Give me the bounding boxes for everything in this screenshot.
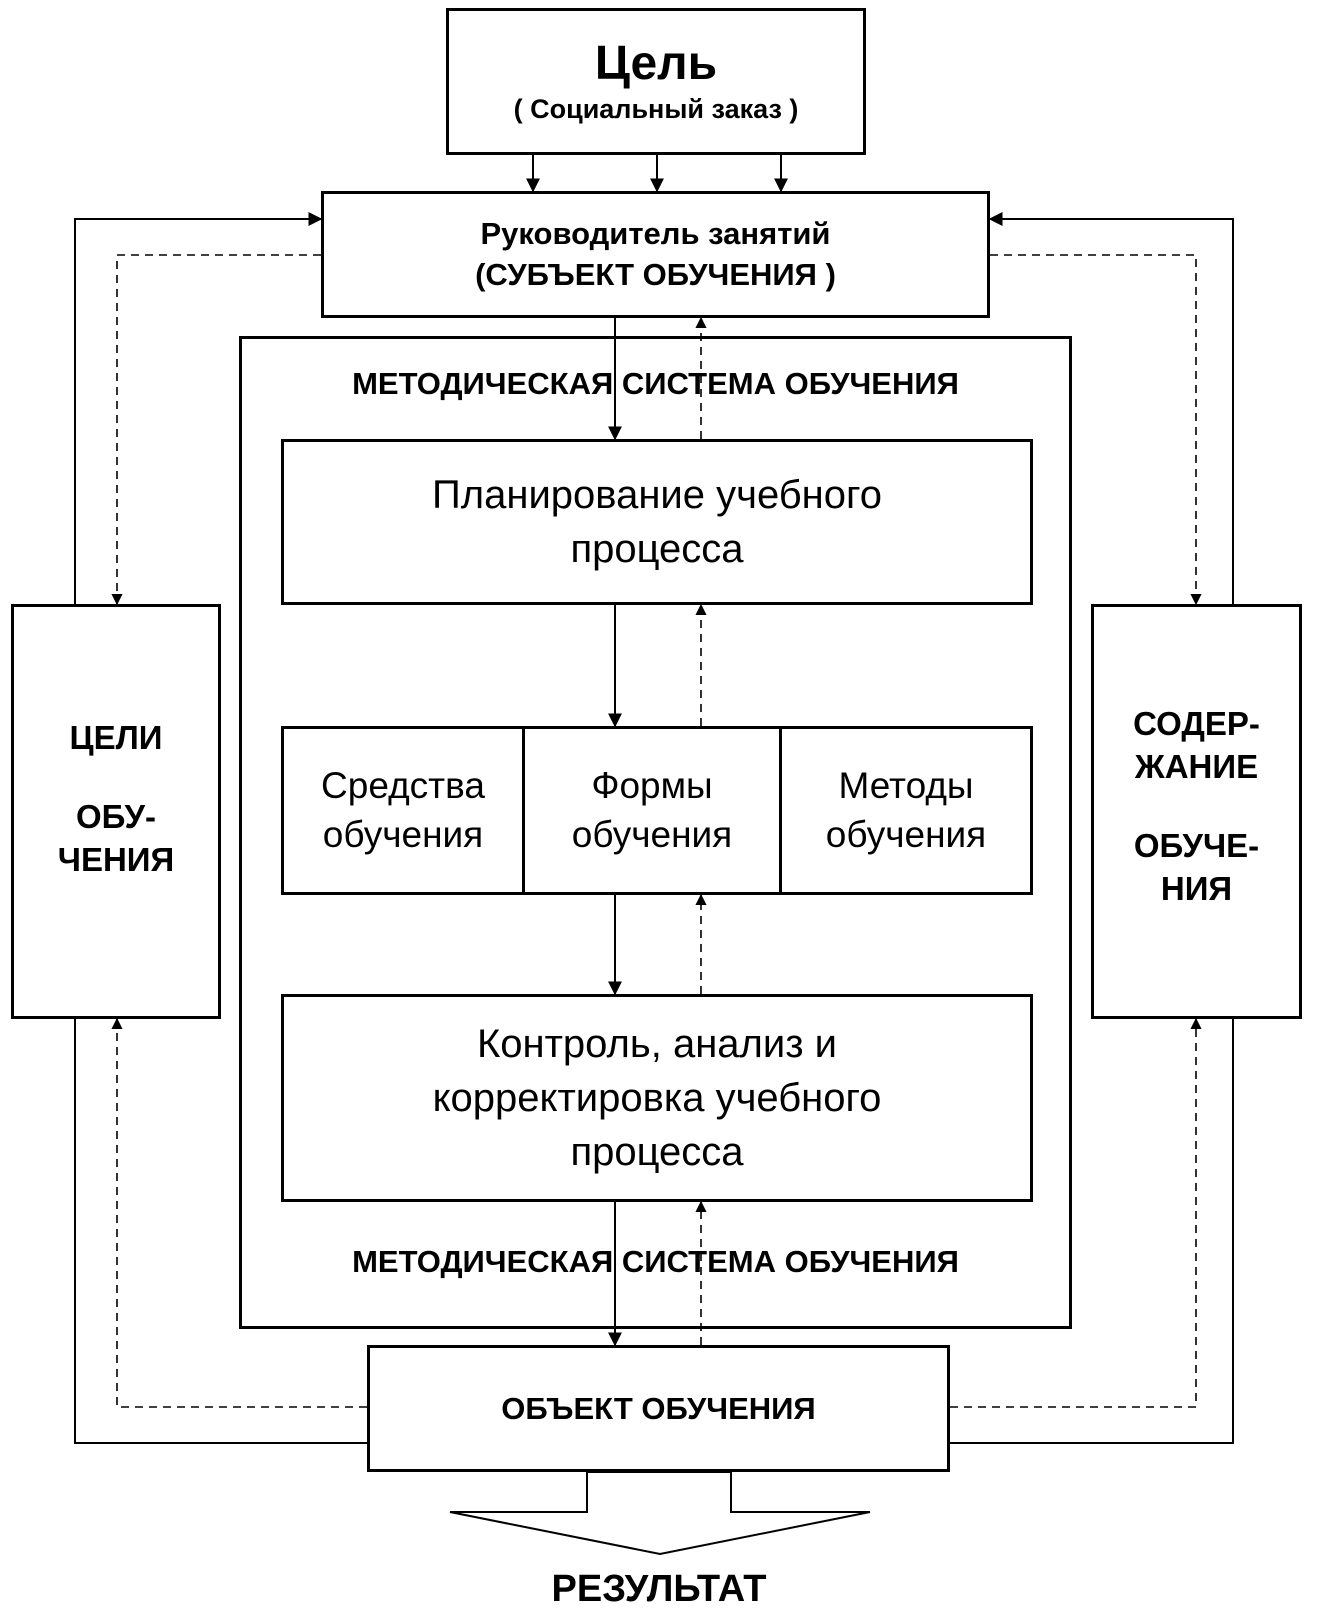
result-label: РЕЗУЛЬТАТ — [551, 1568, 767, 1610]
line-left-outer-top — [74, 212, 323, 604]
line-left-outer-feedback — [74, 1019, 367, 1444]
means-box: Средства обучения — [281, 726, 525, 895]
methods-box: Методы обучения — [779, 726, 1033, 895]
line-right-outer-top — [988, 212, 1234, 604]
system-label-bottom: МЕТОДИЧЕСКАЯ СИСТЕМА ОБУЧЕНИЯ — [352, 1244, 959, 1279]
subject-line1: Руководитель занятий — [480, 216, 831, 252]
means-line1: Средства — [321, 765, 485, 807]
system-label-top: МЕТОДИЧЕСКАЯ СИСТЕМА ОБУЧЕНИЯ — [352, 366, 959, 401]
subject-box: Руководитель занятий (СУБЪЕКТ ОБУЧЕНИЯ ) — [321, 191, 990, 318]
dashed-object-right-content — [950, 1017, 1202, 1408]
content-line2: ЖАНИЕ — [1134, 747, 1259, 785]
forms-line1: Формы — [591, 765, 713, 807]
object-box: ОБЪЕКТ ОБУЧЕНИЯ — [367, 1345, 950, 1472]
goal-title: Цель — [594, 36, 718, 90]
planning-box: Планирование учебного процесса — [281, 439, 1033, 605]
goals-box: ЦЕЛИ ОБУ- ЧЕНИЯ — [11, 604, 221, 1019]
subject-line2: (СУБЪЕКТ ОБУЧЕНИЯ ) — [475, 256, 836, 292]
content-line1: СОДЕР- — [1133, 705, 1260, 742]
content-line4: НИЯ — [1160, 869, 1233, 907]
goal-box: Цель ( Социальный заказ ) — [446, 8, 866, 155]
goals-line1: ЦЕЛИ — [69, 719, 163, 756]
goals-line2: ОБУ- — [75, 797, 157, 835]
control-line2: корректировка учебного — [432, 1076, 882, 1120]
dashed-object-left-goals — [111, 1017, 367, 1408]
dashed-subject-right-content — [990, 254, 1202, 606]
control-line3: процесса — [570, 1130, 744, 1174]
forms-box: Формы обучения — [522, 726, 782, 895]
control-line1: Контроль, анализ и — [476, 1022, 838, 1066]
planning-line2: процесса — [570, 527, 744, 571]
methods-line1: Методы — [838, 765, 974, 807]
goal-subtitle: ( Социальный заказ ) — [513, 94, 799, 125]
methods-line2: обучения — [825, 813, 987, 855]
forms-line2: обучения — [571, 813, 733, 855]
object-label: ОБЪЕКТ ОБУЧЕНИЯ — [501, 1390, 816, 1426]
result-arrow-shape — [449, 1471, 871, 1556]
control-box: Контроль, анализ и корректировка учебног… — [281, 994, 1033, 1202]
content-line3: ОБУЧЕ- — [1133, 826, 1260, 864]
means-line2: обучения — [322, 813, 484, 855]
goals-line3: ЧЕНИЯ — [57, 840, 175, 878]
dashed-subject-left-goals — [111, 254, 321, 606]
methodical-system-container — [239, 336, 1072, 1329]
line-right-outer-feedback — [950, 1019, 1234, 1444]
planning-line1: Планирование учебного — [432, 473, 882, 517]
content-box: СОДЕР- ЖАНИЕ ОБУЧЕ- НИЯ — [1091, 604, 1302, 1019]
